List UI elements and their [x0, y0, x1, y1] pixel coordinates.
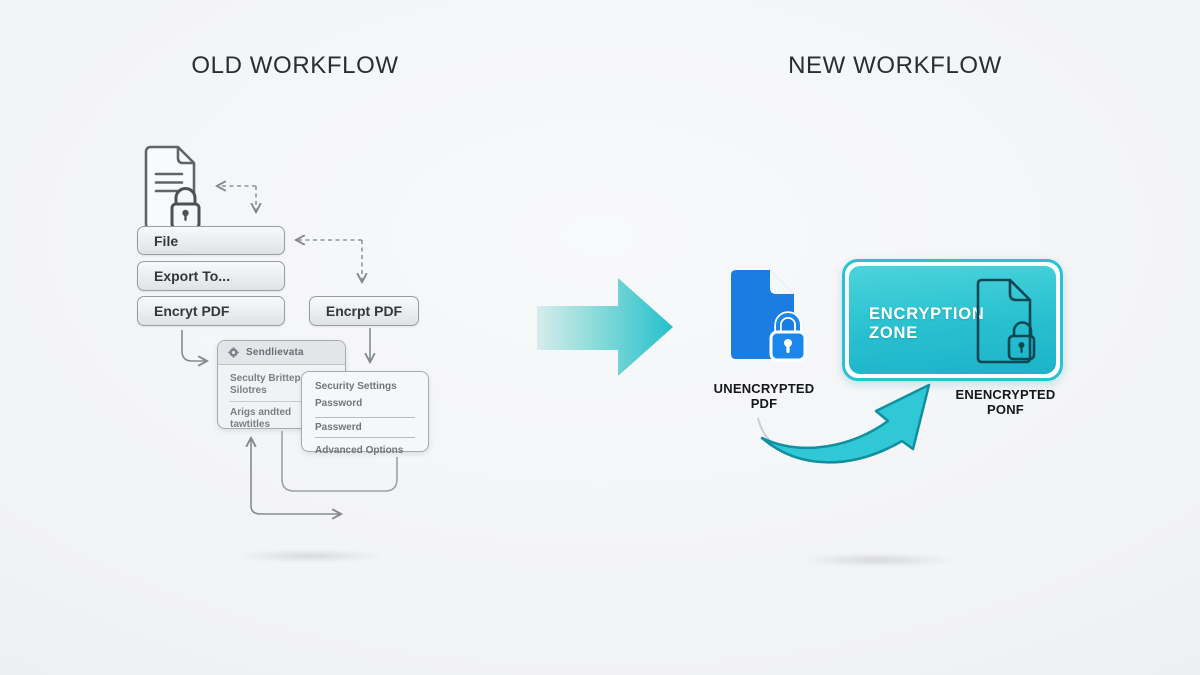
curved-encrypt-arrow: [757, 383, 931, 464]
export-to-menu-button[interactable]: Export To...: [137, 261, 285, 291]
encryption-zone-label-line2: ZONE: [869, 324, 919, 342]
settings-dialog-back: Sendlievata Seculty Brittep Silotres Ari…: [217, 340, 346, 430]
security-settings-dialog: Security Settings Password Passwerd Adva…: [301, 371, 429, 456]
encrypt-pdf-menu-button[interactable]: Encryt PDF: [137, 296, 285, 326]
encrypted-pdf-label: ENENCRYPTED PONF: [928, 387, 1083, 417]
settings-dialog-title: Sendlievata: [246, 347, 304, 358]
locked-document-icon: [144, 145, 201, 231]
unencrypted-pdf-label: UNENCRYPTED PDF: [698, 381, 830, 411]
unencrypted-pdf-icon: [731, 270, 807, 362]
password-field[interactable]: Password: [315, 398, 415, 418]
dialog-divider: [230, 401, 333, 402]
security-settings-item[interactable]: Security Settings: [315, 381, 397, 392]
left-ground-shadow: [205, 549, 415, 563]
password-confirm-field[interactable]: Passwerd: [315, 418, 415, 438]
transition-arrow: [537, 278, 673, 376]
new-workflow-title: NEW WORKFLOW: [788, 52, 1002, 79]
encryption-zone-label-line1: ENCRYPTION: [869, 305, 985, 323]
unencrypted-pdf-label-line2: PDF: [750, 395, 778, 411]
dialog-back-item[interactable]: Silotres: [230, 385, 267, 396]
gear-icon: [228, 347, 239, 358]
dialog-back-item[interactable]: Arigs andted: [230, 407, 292, 418]
encryption-zone-label: ENCRYPTION ZONE: [869, 305, 985, 343]
old-workflow-title: OLD WORKFLOW: [191, 52, 399, 79]
encrypted-document-icon: [976, 278, 1036, 364]
unencrypted-pdf-label-line1: UNENCRYPTED: [713, 381, 815, 396]
advanced-options-item[interactable]: Advanced Options: [315, 445, 404, 456]
encrypted-pdf-label-line2: PONF: [987, 401, 1024, 417]
encrypted-pdf-label-line1: ENENCRYPTED: [955, 387, 1056, 402]
right-ground-shadow: [768, 552, 986, 568]
file-menu-button[interactable]: File: [137, 226, 285, 255]
encrypt-pdf-button[interactable]: Encrpt PDF: [309, 296, 419, 326]
settings-dialog-titlebar: Sendlievata: [218, 341, 345, 365]
encryption-zone-panel: ENCRYPTION ZONE: [849, 266, 1056, 374]
encryption-zone: ENCRYPTION ZONE: [842, 259, 1063, 381]
dialog-back-item[interactable]: tawtitles: [230, 419, 271, 430]
dialog-back-item[interactable]: Seculty Brittep: [230, 373, 301, 384]
